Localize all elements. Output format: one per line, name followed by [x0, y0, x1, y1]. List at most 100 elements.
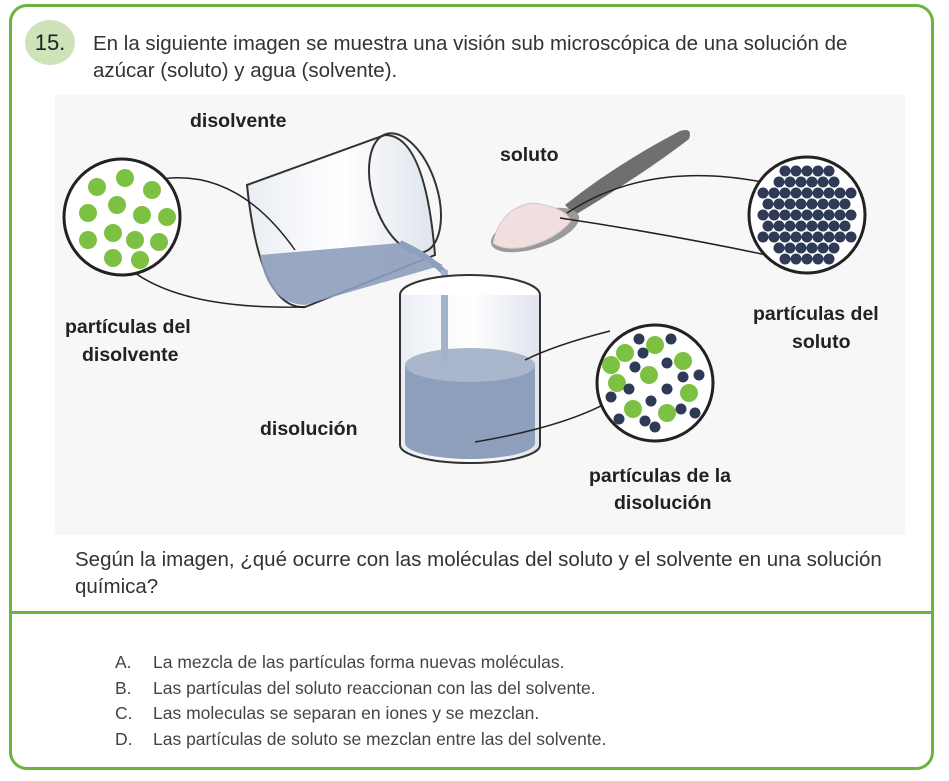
solute-particle	[639, 415, 651, 427]
solute-particle	[661, 383, 673, 395]
solute-particle	[845, 187, 857, 199]
solution-particles	[602, 333, 705, 433]
solute-particle	[768, 231, 780, 243]
solvent-particles	[79, 169, 176, 269]
label-particulas-disolvente-line2: disolvente	[82, 344, 179, 366]
label-disolucion: disolución	[260, 418, 358, 440]
solute-particle	[790, 231, 802, 243]
label-particulas-disolvente-line1: partículas del	[65, 316, 191, 338]
solute-particle	[689, 407, 701, 419]
option-d-letter: D.	[115, 728, 133, 749]
solute-particle	[784, 198, 796, 210]
solvent-particle	[680, 384, 698, 402]
label-particulas-disolucion-line1: partículas de la	[589, 465, 731, 487]
solute-particle	[828, 242, 840, 254]
solute-particle	[605, 391, 617, 403]
option-a-text: La mezcla de las partículas forma nuevas…	[153, 652, 565, 672]
label-disolvente: disolvente	[190, 110, 287, 132]
solute-particle	[773, 220, 785, 232]
solute-particle	[645, 395, 657, 407]
option-d-text: Las partículas de soluto se mezclan entr…	[153, 728, 607, 749]
solvent-particle	[674, 352, 692, 370]
solute-particle	[806, 242, 818, 254]
solute-particle	[823, 187, 835, 199]
label-particulas-soluto-line1: partículas del	[753, 303, 879, 325]
option-d[interactable]: D. Las partículas de soluto se mezclan e…	[115, 727, 606, 753]
solute-particle	[633, 333, 645, 345]
solute-particle	[834, 187, 846, 199]
solute-particle	[773, 198, 785, 210]
solute-particle	[623, 383, 635, 395]
solvent-particle	[602, 356, 620, 374]
illustration-svg: disolvente soluto partículas del disolve…	[55, 95, 905, 535]
solvent-particle	[658, 404, 676, 422]
answer-options: A. La mezcla de las partículas forma nue…	[115, 650, 606, 752]
option-b-letter: B.	[115, 677, 132, 698]
solute-particle	[812, 187, 824, 199]
solute-particle	[801, 209, 813, 221]
solute-particle	[823, 209, 835, 221]
label-soluto: soluto	[500, 144, 559, 166]
solute-particle	[828, 176, 840, 188]
solute-particle	[823, 231, 835, 243]
solute-particle	[801, 165, 813, 177]
question-card	[9, 4, 934, 770]
solution-illustration: disolvente soluto partículas del disolve…	[55, 95, 905, 535]
label-particulas-disolucion-line2: disolución	[614, 492, 712, 514]
solute-particle	[773, 242, 785, 254]
option-a[interactable]: A. La mezcla de las partículas forma nue…	[115, 650, 606, 676]
solute-particle	[795, 242, 807, 254]
question-prompt: Según la imagen, ¿qué ocurre con las mol…	[75, 548, 882, 598]
solute-particle	[675, 403, 687, 415]
solute-particle	[790, 187, 802, 199]
spoon-with-sugar	[490, 130, 690, 253]
solvent-particle	[616, 344, 634, 362]
solute-particle	[757, 209, 769, 221]
question-intro: En la siguiente imagen se muestra una vi…	[93, 32, 848, 82]
question-number-badge: 15.	[25, 20, 75, 65]
solute-particle	[768, 187, 780, 199]
solution-particles-zoom	[595, 323, 715, 443]
option-b-text: Las partículas del soluto reaccionan con…	[153, 677, 596, 698]
solute-particle	[784, 242, 796, 254]
solute-particle	[661, 357, 673, 369]
solute-particle	[649, 421, 661, 433]
section-divider	[9, 611, 934, 614]
solute-particle	[839, 220, 851, 232]
solute-particle	[795, 198, 807, 210]
solute-particle	[762, 198, 774, 210]
solute-particle	[828, 198, 840, 210]
solute-particles-zoom	[747, 155, 867, 275]
solute-particle	[823, 165, 835, 177]
solute-particle	[845, 231, 857, 243]
solute-particle	[812, 209, 824, 221]
solute-particle	[757, 231, 769, 243]
solute-particle	[817, 176, 829, 188]
solute-particle	[773, 176, 785, 188]
solute-particle	[828, 220, 840, 232]
solute-particle	[834, 231, 846, 243]
solute-particle	[801, 231, 813, 243]
solute-particles	[757, 165, 857, 265]
solute-particle	[801, 253, 813, 265]
solvent-particles-zoom	[62, 157, 182, 277]
option-a-letter: A.	[115, 652, 132, 672]
solute-particle	[839, 198, 851, 210]
option-b[interactable]: B. Las partículas del soluto reaccionan …	[115, 676, 606, 702]
label-particulas-soluto-line2: soluto	[792, 331, 851, 353]
solute-particle	[779, 187, 791, 199]
solute-particle	[795, 176, 807, 188]
solute-particle	[801, 187, 813, 199]
solvent-particle	[608, 374, 626, 392]
solute-particle	[762, 220, 774, 232]
solute-particle	[779, 209, 791, 221]
solute-particle	[795, 220, 807, 232]
solute-particle	[806, 220, 818, 232]
solute-particle	[817, 198, 829, 210]
solute-particle	[812, 231, 824, 243]
solute-particle	[834, 209, 846, 221]
solute-particle	[812, 253, 824, 265]
option-c[interactable]: C. Las moleculas se separan en iones y s…	[115, 701, 606, 727]
solvent-particle	[640, 366, 658, 384]
solute-particle	[812, 165, 824, 177]
